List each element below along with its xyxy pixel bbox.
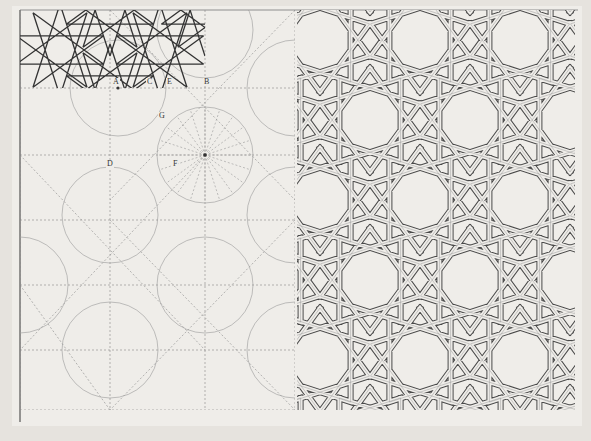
radial-line <box>159 155 205 170</box>
band-outline <box>297 10 575 410</box>
star-line <box>66 10 153 56</box>
band-fill <box>297 10 575 410</box>
grid-diagonal <box>110 220 295 410</box>
construction-circle <box>247 40 295 136</box>
radial-line <box>205 140 251 155</box>
radial-line <box>205 127 244 155</box>
radial-line <box>166 127 205 155</box>
radial-line <box>205 155 251 170</box>
point-label: F <box>172 160 178 168</box>
radial-line <box>177 155 205 194</box>
point-label: C <box>146 78 153 86</box>
star-construction <box>20 10 205 88</box>
grid-diagonal <box>110 220 295 410</box>
construction-circles <box>20 10 295 398</box>
band-centerline <box>297 10 575 410</box>
radial-line <box>177 116 205 155</box>
radial-line <box>205 155 253 156</box>
radial-line <box>205 109 220 155</box>
construction-circle <box>157 237 253 333</box>
point-label: G <box>158 112 166 120</box>
grid-line <box>20 155 295 156</box>
radial-line <box>205 155 244 183</box>
point <box>116 86 119 89</box>
star-line <box>161 10 205 56</box>
construction-circle <box>20 237 68 333</box>
grid-line <box>20 410 295 411</box>
page-border <box>20 10 578 11</box>
radial-line <box>205 155 233 194</box>
construction-circle <box>157 107 253 203</box>
grid-line <box>295 10 296 410</box>
radial-line <box>190 109 205 155</box>
construction-circle <box>157 10 253 78</box>
grid-line <box>20 285 295 286</box>
grid-line <box>20 350 295 351</box>
construction-circle <box>62 302 158 398</box>
grid-diagonal <box>20 155 205 350</box>
star-line <box>66 44 153 88</box>
radial-line <box>166 155 205 183</box>
point-label: A <box>112 78 120 86</box>
point-label: D <box>106 160 114 168</box>
page-border <box>19 10 20 422</box>
radial-line <box>205 155 206 203</box>
grid-diagonal <box>110 10 295 200</box>
radial-line <box>190 155 205 201</box>
radial-line <box>157 155 205 156</box>
point-label: B <box>203 78 210 86</box>
construction-circle <box>247 302 295 398</box>
grid-diagonal <box>110 10 295 200</box>
radial-line <box>205 116 233 155</box>
construction-circle <box>62 167 158 263</box>
radial-line <box>159 140 205 155</box>
construction-circle <box>247 167 295 263</box>
radial-line <box>205 155 220 201</box>
grid-diagonal <box>20 155 205 350</box>
radial-line <box>205 107 206 155</box>
interlace-pattern <box>297 10 575 410</box>
point-label: E <box>166 78 173 86</box>
point <box>203 153 207 157</box>
